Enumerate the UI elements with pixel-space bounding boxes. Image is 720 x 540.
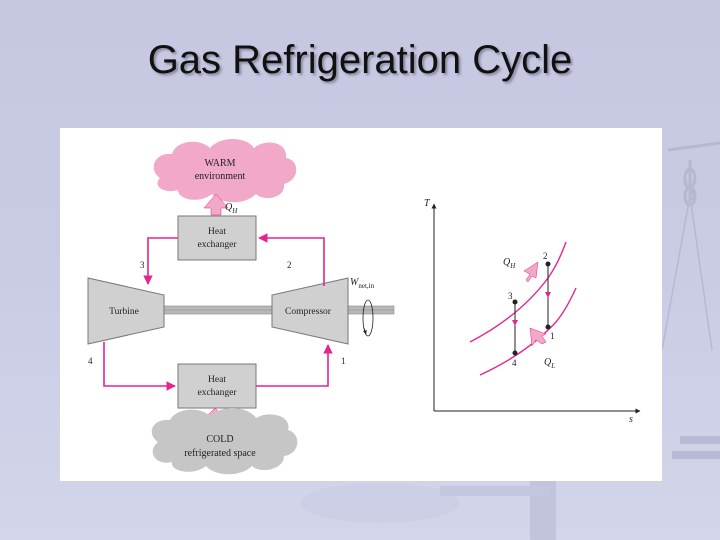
schematic-state-1: 1 xyxy=(341,356,346,366)
hx-top-line1: Heat xyxy=(208,227,226,237)
cold-space-line1: COLD xyxy=(206,434,233,445)
hx-bottom-line2: exchanger xyxy=(197,388,237,398)
flow-1 xyxy=(256,344,333,387)
ts-state-1: 1 xyxy=(550,331,555,341)
flow-4 xyxy=(103,342,176,391)
schematic-state-3: 3 xyxy=(140,260,145,270)
ts-state-3: 3 xyxy=(508,291,513,301)
s-axis-label: s xyxy=(629,414,633,425)
ts-point-1 xyxy=(545,324,551,330)
ts-heat-in-label: QL xyxy=(544,357,555,370)
schematic-state-2: 2 xyxy=(287,260,292,270)
ts-heat-in-arrow xyxy=(529,327,547,347)
ts-point-2 xyxy=(545,261,551,267)
hx-bottom-line1: Heat xyxy=(208,375,226,385)
heat-exchanger-top: Heat exchanger xyxy=(177,215,257,261)
ts-heat-out-label: QH xyxy=(503,257,516,270)
warm-env-line1: WARM xyxy=(204,158,235,169)
cold-space-cloud: COLD refrigerated space xyxy=(151,407,298,475)
figure-panel: WARM environment QH Heat exchanger Heat … xyxy=(60,128,662,481)
low-pressure-line xyxy=(479,287,577,376)
schematic-state-4: 4 xyxy=(88,356,93,366)
ts-point-4 xyxy=(512,350,518,356)
ts-diagram: T s 1 2 3 4 QH QL xyxy=(424,198,641,425)
t-axis-label: T xyxy=(424,198,431,209)
refrigeration-figure: WARM environment QH Heat exchanger Heat … xyxy=(87,139,641,475)
ts-point-3 xyxy=(512,299,518,305)
ts-state-2: 2 xyxy=(543,251,548,261)
heat-out-label: QH xyxy=(225,202,238,215)
flow-lines xyxy=(103,233,333,391)
work-input-symbol: Wnet,in xyxy=(350,277,375,337)
compressor-label: Compressor xyxy=(285,307,332,317)
slide-title: Gas Refrigeration Cycle xyxy=(147,38,573,82)
cycle-schematic: WARM environment QH Heat exchanger Heat … xyxy=(87,139,395,475)
high-pressure-line xyxy=(469,241,567,343)
warm-environment-cloud: WARM environment xyxy=(153,139,297,203)
pedestal-silhouette xyxy=(300,481,556,540)
compressor: Compressor xyxy=(271,277,349,345)
turbine: Turbine xyxy=(87,277,165,345)
warm-env-line2: environment xyxy=(195,171,246,182)
cold-space-line2: refrigerated space xyxy=(184,448,256,459)
ts-heat-out-arrow xyxy=(523,261,539,283)
hx-top-line2: exchanger xyxy=(197,240,237,250)
heat-out-arrow xyxy=(203,193,229,216)
flow-2 xyxy=(258,233,325,286)
turbine-label: Turbine xyxy=(109,307,139,317)
scales-silhouette xyxy=(661,141,720,459)
work-label: Wnet,in xyxy=(350,277,375,290)
ts-state-4: 4 xyxy=(512,358,517,368)
heat-exchanger-bottom: Heat exchanger xyxy=(177,363,257,409)
flow-3 xyxy=(143,237,178,285)
